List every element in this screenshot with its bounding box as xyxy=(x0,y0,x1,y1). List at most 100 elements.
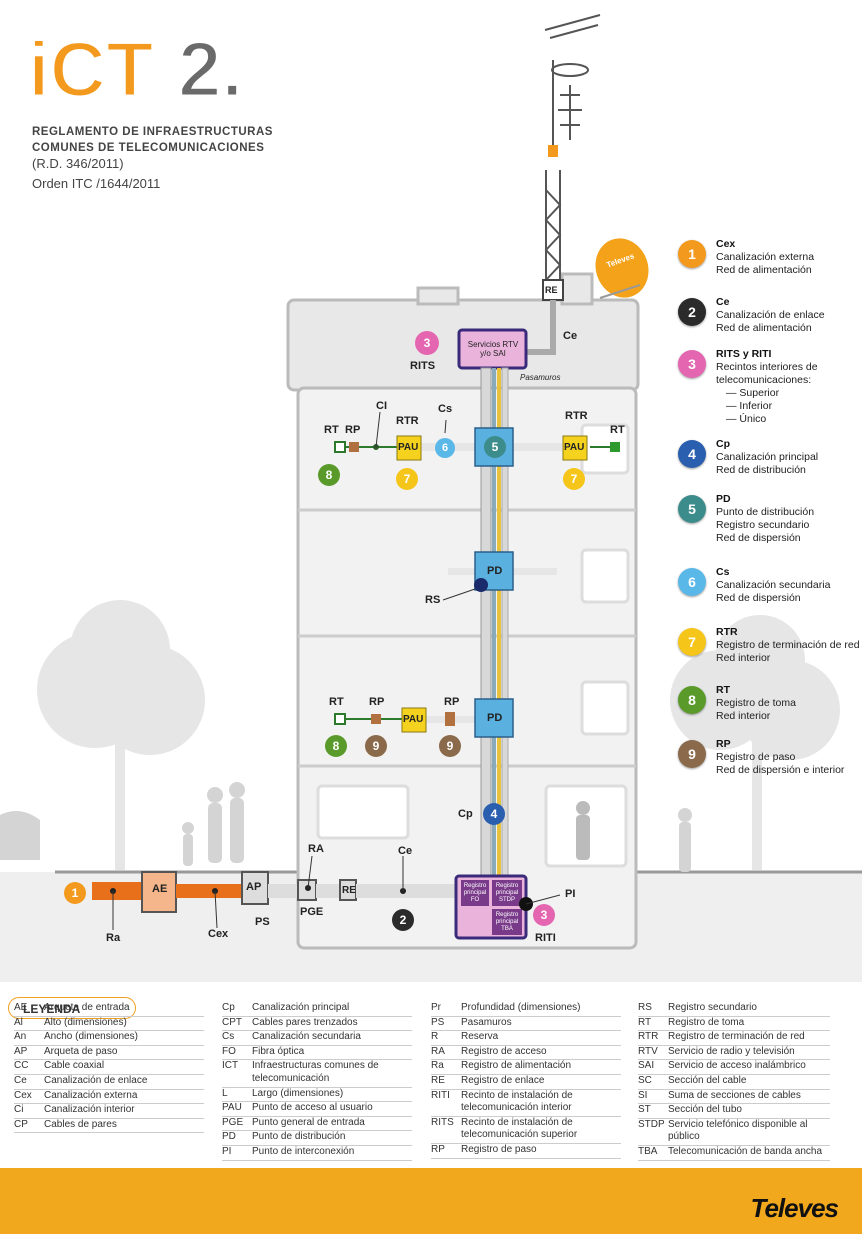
legend-title: PD xyxy=(716,493,731,505)
pau3-label: PAU xyxy=(403,714,424,725)
legend-title: RP xyxy=(716,738,731,750)
glossary-abbr: RP xyxy=(431,1143,445,1155)
legend-line: Red de distribución xyxy=(716,464,806,476)
marker-3-riti: 3 xyxy=(533,904,555,926)
svg-text:iCT: iCT xyxy=(28,30,154,110)
glossary-abbr: RITS xyxy=(431,1116,454,1128)
rtr1-label: RTR xyxy=(396,415,419,427)
glossary-abbr: ST xyxy=(638,1104,651,1116)
glossary-def: Sección del cable xyxy=(668,1074,747,1086)
legend-line: Registro de paso xyxy=(716,751,796,763)
legend-number: 2 xyxy=(678,298,706,326)
glossary-row: RP Registro de paso xyxy=(431,1144,621,1159)
glossary-def: Canalización interior xyxy=(44,1104,135,1116)
glossary-def: Recinto de instalación de telecomunicaci… xyxy=(461,1116,578,1141)
glossary-def: Largo (dimensiones) xyxy=(252,1087,344,1099)
glossary-abbr: SAI xyxy=(638,1060,655,1072)
glossary-abbr: RTR xyxy=(638,1031,659,1043)
glossary-def: Recinto de instalación de telecomunicaci… xyxy=(461,1089,573,1114)
glossary-abbr: CPT xyxy=(222,1016,242,1028)
ae-label: AE xyxy=(152,883,168,895)
legend-line: Red de dispersión e interior xyxy=(716,764,845,776)
glossary-def: Pasamuros xyxy=(461,1016,512,1028)
legend-title: RITS y RITI xyxy=(716,348,772,360)
glossary-abbr: STDP xyxy=(638,1118,665,1130)
glossary-def: Profundidad (dimensiones) xyxy=(461,1002,581,1013)
glossary-def: Infraestructuras comunes de telecomunica… xyxy=(252,1060,379,1084)
glossary-def: Suma de secciones de cables xyxy=(668,1089,801,1101)
glossary-abbr: Cex xyxy=(14,1089,32,1101)
glossary-def: Punto de interconexión xyxy=(252,1145,355,1157)
glossary-def: Alto (dimensiones) xyxy=(44,1016,127,1028)
legend-title: RT xyxy=(716,684,730,696)
glossary-abbr: CC xyxy=(14,1060,29,1072)
glossary-abbr: PD xyxy=(222,1131,236,1143)
legend-number: 5 xyxy=(678,495,706,523)
glossary-def: Ancho (dimensiones) xyxy=(44,1031,138,1043)
legend-subline: — Inferior xyxy=(726,400,773,412)
glossary-abbr: RA xyxy=(431,1045,445,1057)
regulation-header: REGLAMENTO DE INFRAESTRUCTURAS COMUNES D… xyxy=(32,124,273,192)
svg-text:2.: 2. xyxy=(178,30,243,110)
marker-1: 1 xyxy=(64,882,86,904)
glossary-def: Telecomunicación de banda ancha xyxy=(668,1145,822,1157)
rt2-label: RT xyxy=(610,424,625,436)
glossary-abbr: L xyxy=(222,1087,228,1099)
footer-band xyxy=(0,1168,862,1234)
glossary-def: Punto de acceso al usuario xyxy=(252,1102,373,1114)
legend-line: Canalización secundaria xyxy=(716,579,831,591)
pau1-label: PAU xyxy=(398,442,419,453)
header-line3: (R.D. 346/2011) xyxy=(32,156,124,171)
re-top-label: RE xyxy=(545,285,558,295)
glossary-abbr: Pr xyxy=(431,1002,441,1013)
glossary-row: PGE Punto general de entrada xyxy=(222,1117,412,1132)
glossary-def: Fibra óptica xyxy=(252,1045,305,1057)
pi-label: PI xyxy=(565,888,576,900)
glossary-abbr: SI xyxy=(638,1089,648,1101)
glossary-abbr: RT xyxy=(638,1016,652,1028)
re-bottom-label: RE xyxy=(342,885,356,896)
marker-5: 5 xyxy=(484,436,506,458)
rtr2-label: RTR xyxy=(565,410,588,422)
glossary-row: Pr Profundidad (dimensiones) xyxy=(431,1002,621,1017)
ps-label: PS xyxy=(255,916,270,928)
legend-number: 8 xyxy=(678,686,706,714)
marker-7b: 7 xyxy=(563,468,585,490)
header-line1: REGLAMENTO DE INFRAESTRUCTURAS xyxy=(32,126,273,138)
reg-stdp-label: Registro principal STDP xyxy=(495,883,519,903)
glossary-def: Canalización de enlace xyxy=(44,1074,148,1086)
glossary-abbr: AP xyxy=(14,1045,28,1057)
legend-line: Registro secundario xyxy=(716,519,810,531)
reg-fo-label: Registro principal FO xyxy=(463,883,487,903)
ap-label: AP xyxy=(246,881,262,893)
glossary-def: Registro de toma xyxy=(668,1016,745,1028)
glossary-def: Canalización externa xyxy=(44,1089,138,1101)
cex-label: Cex xyxy=(208,928,229,940)
legend-number: 9 xyxy=(678,740,706,768)
legend-line: Red de dispersión xyxy=(716,532,801,544)
glossary-def: Punto general de entrada xyxy=(252,1116,365,1128)
glossary-def: Sección del tubo xyxy=(668,1104,742,1116)
legend-line: Registro de terminación de red xyxy=(716,639,860,651)
glossary-def: Registro de paso xyxy=(461,1143,537,1155)
marker-4: 4 xyxy=(483,803,505,825)
glossary-abbr: PGE xyxy=(222,1116,244,1128)
marker-6: 6 xyxy=(435,438,455,458)
